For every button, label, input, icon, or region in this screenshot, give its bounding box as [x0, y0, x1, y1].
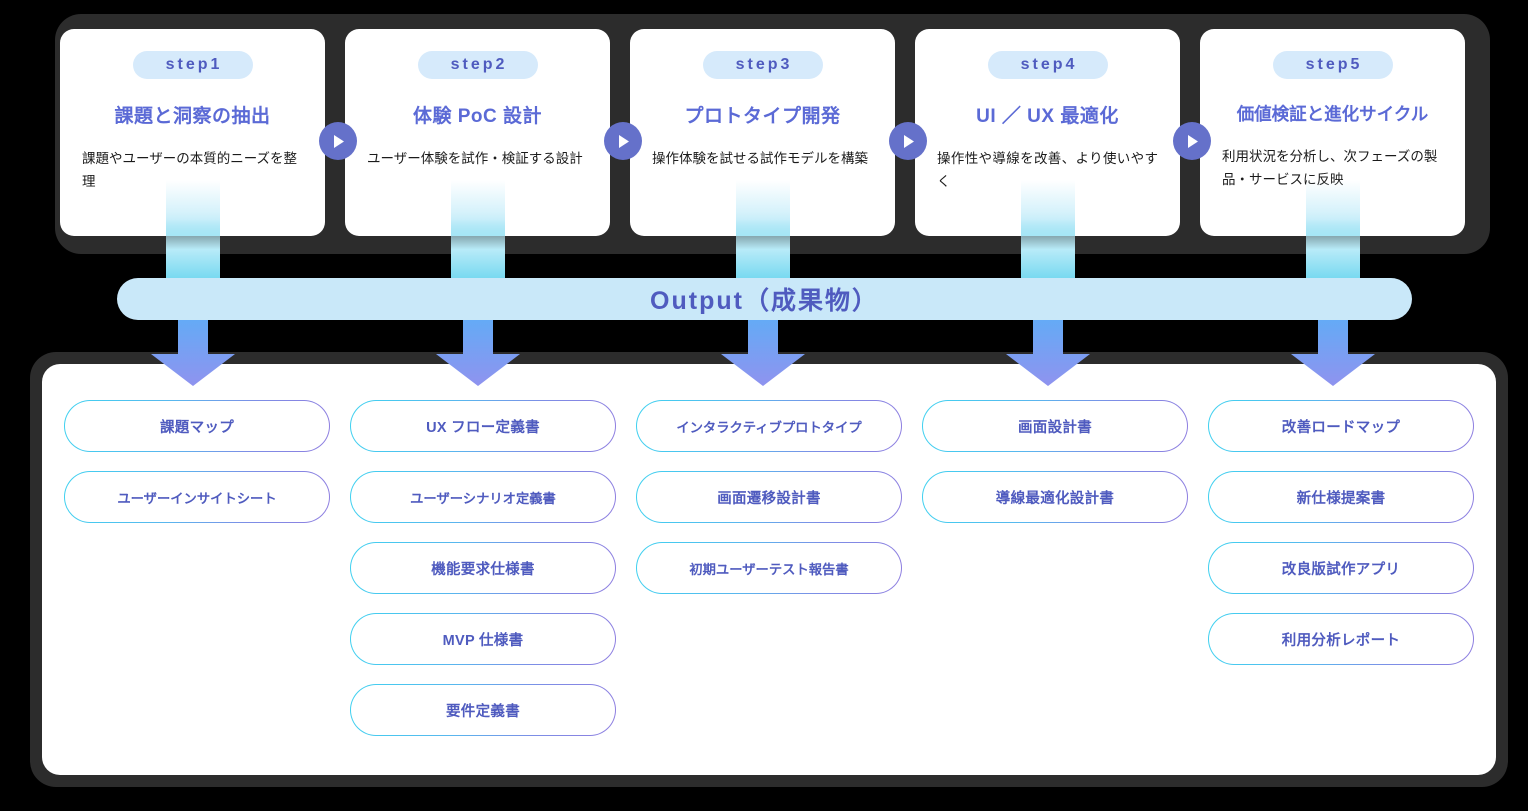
output-pill[interactable]: 改良版試作アプリ [1208, 542, 1474, 594]
output-pill-label: 画面設計書 [1018, 419, 1092, 436]
output-pill-label: UX フロー定義書 [426, 419, 540, 436]
output-column-step5: 改善ロードマップ 新仕様提案書 改良版試作アプリ 利用分析レポート [1208, 400, 1474, 736]
step-card-1[interactable]: step1 課題と洞察の抽出 課題やユーザーの本質的ニーズを整理 [60, 29, 325, 236]
step-title-5: 価値検証と進化サイクル [1236, 104, 1429, 124]
step-title-1: 課題と洞察の抽出 [114, 106, 271, 127]
step-badge-1: step1 [132, 51, 253, 79]
down-arrow-icon-2 [436, 318, 520, 386]
output-pill[interactable]: インタラクティブプロトタイプ [636, 400, 902, 452]
output-pill[interactable]: 利用分析レポート [1208, 613, 1474, 665]
output-pill-label: 画面遷移設計書 [717, 490, 821, 507]
output-bar-label: Output（成果物） [650, 287, 879, 315]
output-pill-label: ユーザーシナリオ定義書 [410, 490, 556, 506]
output-column-step2: UX フロー定義書 ユーザーシナリオ定義書 機能要求仕様書 MVP 仕様書 要件… [350, 400, 616, 736]
outputs-panel: 課題マップ ユーザーインサイトシート UX フロー定義書 ユーザーシナリオ定義書… [42, 364, 1496, 775]
output-pill-label: MVP 仕様書 [442, 632, 524, 649]
output-pill[interactable]: 画面設計書 [922, 400, 1188, 452]
output-pill[interactable]: 画面遷移設計書 [636, 471, 902, 523]
output-pill-label: 機能要求仕様書 [431, 561, 535, 578]
down-arrow-icon-4 [1006, 318, 1090, 386]
output-pill-label: 改善ロードマップ [1281, 419, 1401, 436]
step-badge-3: step3 [702, 51, 823, 79]
output-pill[interactable]: 課題マップ [64, 400, 330, 452]
step-desc-4: 操作性や導線を改善、より使いやすく [937, 151, 1158, 190]
step-badge-5: step5 [1272, 51, 1393, 79]
output-pill-label: 新仕様提案書 [1296, 490, 1386, 507]
play-triangle-icon[interactable] [319, 122, 357, 160]
down-arrow-icon-1 [151, 318, 235, 386]
output-pill[interactable]: ユーザーシナリオ定義書 [350, 471, 616, 523]
output-pill-label: ユーザーインサイトシート [117, 490, 277, 506]
output-pill-label: 初期ユーザーテスト報告書 [689, 561, 849, 577]
play-triangle-icon[interactable] [1173, 122, 1211, 160]
output-column-step1: 課題マップ ユーザーインサイトシート [64, 400, 330, 736]
outputs-grid: 課題マップ ユーザーインサイトシート UX フロー定義書 ユーザーシナリオ定義書… [64, 400, 1474, 736]
step-desc-3: 操作体験を試せる試作モデルを構築 [652, 151, 868, 166]
output-pill[interactable]: 初期ユーザーテスト報告書 [636, 542, 902, 594]
step-card-5[interactable]: step5 価値検証と進化サイクル 利用状況を分析し、次フェーズの製品・サービス… [1200, 29, 1465, 236]
step-desc-1: 課題やユーザーの本質的ニーズを整理 [82, 151, 298, 190]
play-triangle-icon[interactable] [889, 122, 927, 160]
output-pill[interactable]: 新仕様提案書 [1208, 471, 1474, 523]
output-column-step3: インタラクティブプロトタイプ 画面遷移設計書 初期ユーザーテスト報告書 [636, 400, 902, 736]
step-desc-5: 利用状況を分析し、次フェーズの製品・サービスに反映 [1222, 149, 1438, 188]
output-pill-label: 導線最適化設計書 [995, 490, 1115, 507]
output-pill[interactable]: ユーザーインサイトシート [64, 471, 330, 523]
output-pill-label: 利用分析レポート [1281, 632, 1401, 649]
flow-stripe-2 [451, 212, 505, 280]
down-arrow-icon-5 [1291, 318, 1375, 386]
step-title-3: プロトタイプ開発 [684, 106, 841, 127]
step-card-4[interactable]: step4 UI ／ UX 最適化 操作性や導線を改善、より使いやすく [915, 29, 1180, 236]
output-pill-label: 改良版試作アプリ [1281, 561, 1401, 578]
flow-stripe-1 [166, 212, 220, 280]
step-title-2: 体験 PoC 設計 [412, 106, 543, 127]
output-pill-label: インタラクティブプロトタイプ [676, 419, 862, 435]
play-triangle-icon[interactable] [604, 122, 642, 160]
flow-stripe-5 [1306, 212, 1360, 280]
output-pill-label: 要件定義書 [446, 703, 520, 720]
step-badge-2: step2 [417, 51, 538, 79]
output-pill[interactable]: 導線最適化設計書 [922, 471, 1188, 523]
output-bar: Output（成果物） [117, 278, 1412, 320]
output-pill-label: 課題マップ [160, 419, 234, 436]
flow-stripe-4 [1021, 212, 1075, 280]
steps-row: step1 課題と洞察の抽出 課題やユーザーの本質的ニーズを整理 step2 体… [60, 29, 1465, 236]
step-card-2[interactable]: step2 体験 PoC 設計 ユーザー体験を試作・検証する設計 [345, 29, 610, 236]
step-card-3[interactable]: step3 プロトタイプ開発 操作体験を試せる試作モデルを構築 [630, 29, 895, 236]
step-desc-2: ユーザー体験を試作・検証する設計 [367, 151, 583, 166]
step-badge-4: step4 [987, 51, 1108, 79]
output-pill[interactable]: MVP 仕様書 [350, 613, 616, 665]
output-pill[interactable]: 要件定義書 [350, 684, 616, 736]
output-pill[interactable]: 改善ロードマップ [1208, 400, 1474, 452]
output-pill[interactable]: UX フロー定義書 [350, 400, 616, 452]
output-pill[interactable]: 機能要求仕様書 [350, 542, 616, 594]
flow-stripe-3 [736, 212, 790, 280]
down-arrow-icon-3 [721, 318, 805, 386]
output-column-step4: 画面設計書 導線最適化設計書 [922, 400, 1188, 736]
step-title-4: UI ／ UX 最適化 [976, 106, 1119, 127]
